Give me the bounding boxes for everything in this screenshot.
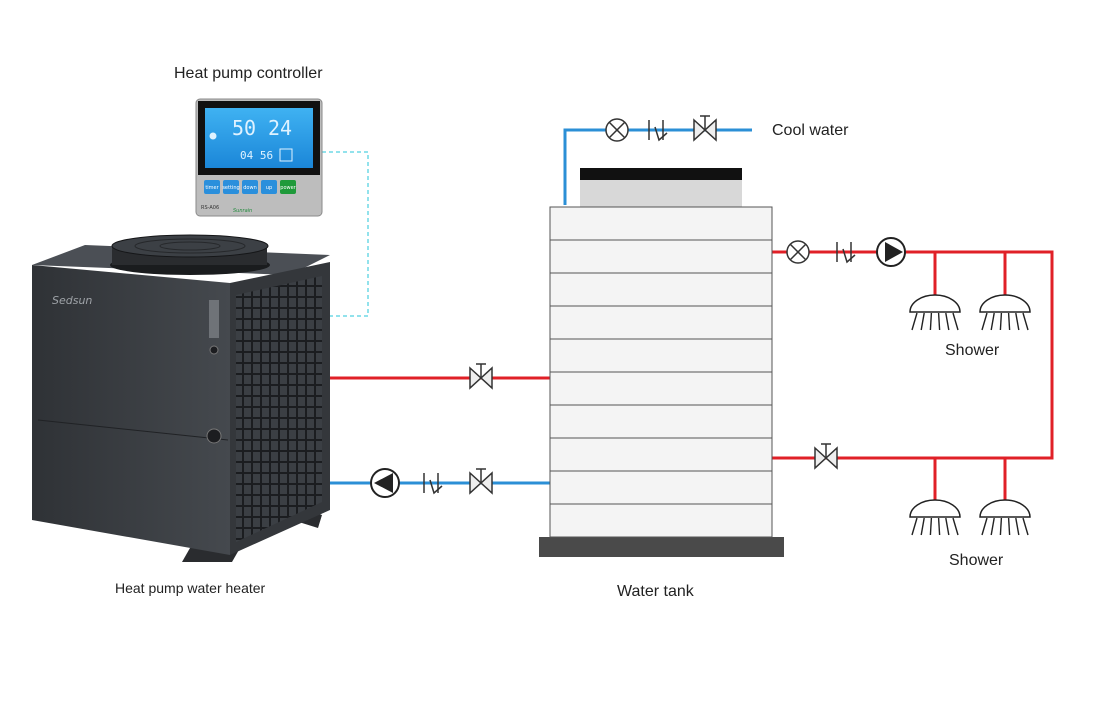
controller-button-label: down: [243, 185, 257, 191]
tank-ring: [549, 371, 773, 406]
tank-ring: [549, 470, 773, 505]
shower-label-bottom: Shower: [949, 552, 1004, 569]
controller-button-down[interactable]: down: [242, 180, 258, 194]
controller-brand-label: Sunrain: [233, 208, 252, 214]
controller-button-label: setting: [222, 185, 239, 191]
tank-base: [539, 537, 784, 557]
lcd-battery-icon: [279, 148, 293, 162]
tank-ring: [549, 404, 773, 439]
heater-return-pump-icon: [370, 468, 400, 498]
return-gate-valve-icon: [814, 443, 838, 470]
tank-label: Water tank: [617, 583, 695, 600]
controller-model-label: RS-A06: [201, 205, 219, 211]
cool-water-check-valve-icon: [648, 120, 668, 142]
tank-ring: [549, 437, 773, 472]
cool-water-shutoff-valve-icon: [605, 118, 629, 142]
tank-ring: [549, 239, 773, 274]
hot-supply-pipe: [772, 250, 1054, 460]
tank-ring: [549, 503, 773, 538]
cool-water-gate-valve-icon: [693, 115, 717, 142]
heater-brand-logo: Sedsun: [52, 294, 92, 307]
lcd-right-reading: 24: [268, 116, 292, 140]
heater-return-check-valve-icon: [423, 473, 443, 495]
shower-head-icon: [909, 294, 961, 331]
lcd-status-icon: [209, 132, 217, 140]
controller-signal-wire: [322, 151, 369, 317]
shower-head-icon: [909, 499, 961, 536]
controller-lcd: [205, 108, 313, 168]
cool-water-pipe: [563, 128, 752, 205]
controller-button-timer[interactable]: timer: [204, 180, 220, 194]
shower-head-icon: [979, 499, 1031, 536]
heater-label: Heat pump water heater: [115, 580, 266, 596]
tank-ring: [549, 206, 773, 241]
fan-grille-icon: [111, 234, 269, 258]
supply-check-valve-icon: [836, 242, 856, 264]
tank-ring: [549, 305, 773, 340]
shower-label-top: Shower: [945, 342, 1000, 359]
water-tank: [539, 168, 784, 557]
controller-button-up[interactable]: up: [261, 180, 277, 194]
controller-button-setting[interactable]: setting: [222, 180, 240, 194]
tank-ring: [549, 272, 773, 307]
heater-outlet-gate-valve-icon: [469, 363, 493, 390]
lcd-left-reading: 50: [232, 116, 256, 140]
controller-label: Heat pump controller: [174, 65, 323, 82]
cool-water-label: Cool water: [772, 122, 849, 139]
supply-shutoff-valve-icon: [786, 240, 810, 264]
side-grille: [236, 276, 322, 542]
heater-return-gate-valve-icon: [469, 468, 493, 495]
controller-button-power[interactable]: power: [280, 180, 297, 194]
controller-button-label: timer: [205, 185, 219, 191]
supply-circulation-pump-icon: [876, 237, 906, 267]
controller-button-label: up: [266, 185, 272, 191]
lcd-time-reading: 04 56: [240, 149, 273, 162]
tank-ring: [549, 338, 773, 373]
controller-button-label: power: [280, 185, 296, 191]
shower-head-icon: [979, 294, 1031, 331]
heat-pump-unit: Sedsun: [32, 234, 330, 562]
